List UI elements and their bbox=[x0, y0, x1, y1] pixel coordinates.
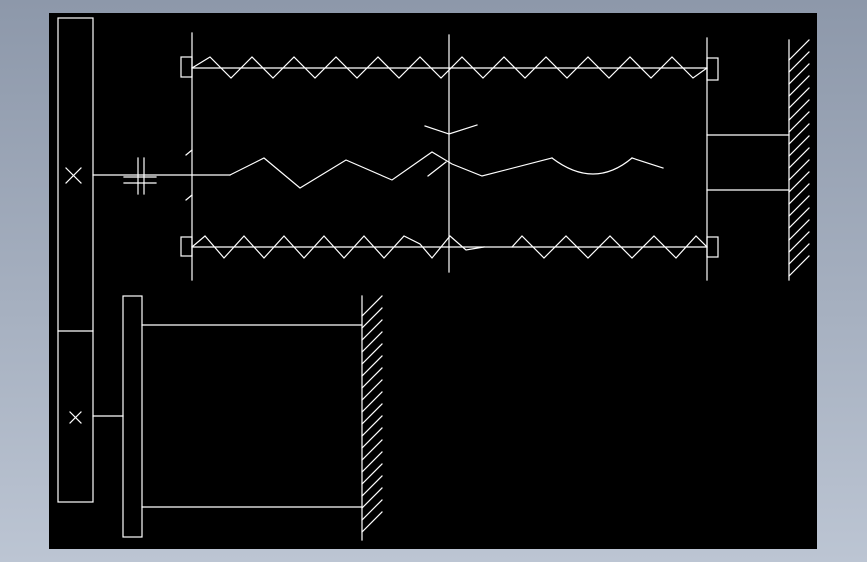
post-break-upper bbox=[185, 149, 193, 156]
post-break-lower bbox=[185, 194, 193, 201]
bearing-bottom-right bbox=[706, 236, 719, 258]
ground-wall-right bbox=[788, 39, 810, 277]
hatch-mark bbox=[788, 147, 810, 169]
hatch-mark bbox=[788, 111, 810, 133]
hatch-mark bbox=[788, 243, 810, 265]
clutch-cross-icon bbox=[123, 157, 157, 195]
hatch-mark bbox=[361, 307, 383, 329]
hatch-mark bbox=[361, 319, 383, 341]
hatch-mark bbox=[361, 355, 383, 377]
hatch-mark bbox=[361, 499, 383, 521]
cad-viewport[interactable] bbox=[49, 13, 817, 549]
spring-middle-slash bbox=[427, 161, 447, 177]
hatch-mark bbox=[361, 439, 383, 461]
hatch-mark bbox=[788, 51, 810, 73]
arrow-down-icon bbox=[424, 124, 478, 135]
hatch-mark bbox=[788, 159, 810, 181]
hatch-mark bbox=[788, 39, 810, 61]
hatch-mark bbox=[361, 463, 383, 485]
hatch-mark bbox=[788, 183, 810, 205]
hatch-mark bbox=[788, 99, 810, 121]
ground-wall-lower bbox=[361, 295, 383, 533]
spring-lower bbox=[191, 235, 485, 259]
hatch-mark bbox=[788, 123, 810, 145]
hatch-mark bbox=[361, 427, 383, 449]
bearing-top-left bbox=[180, 56, 193, 78]
gear-strip-outline bbox=[57, 17, 94, 503]
hatch-mark bbox=[788, 135, 810, 157]
spring-middle-end bbox=[631, 157, 664, 169]
spring-upper bbox=[191, 56, 708, 79]
hatch-mark bbox=[788, 63, 810, 85]
hatch-mark bbox=[361, 403, 383, 425]
hatch-mark bbox=[788, 195, 810, 217]
hatch-mark bbox=[788, 87, 810, 109]
hatch-mark bbox=[788, 207, 810, 229]
gear-strip bbox=[57, 17, 94, 503]
hatch-mark bbox=[361, 343, 383, 365]
hatch-mark bbox=[788, 219, 810, 241]
output-slide bbox=[706, 134, 790, 191]
hatch-mark bbox=[788, 75, 810, 97]
hatch-mark bbox=[788, 255, 810, 277]
hatch-mark bbox=[361, 451, 383, 473]
lower-flange bbox=[122, 295, 143, 538]
gear-lower-cross-icon bbox=[69, 411, 82, 424]
hatch-mark bbox=[788, 171, 810, 193]
spring-middle bbox=[229, 151, 553, 189]
gear-upper-cross-icon bbox=[65, 167, 82, 184]
spring-lower-right bbox=[511, 235, 708, 259]
hatch-mark bbox=[361, 331, 383, 353]
hatch-mark bbox=[361, 391, 383, 413]
hatch-mark bbox=[361, 367, 383, 389]
hatch-mark bbox=[361, 295, 383, 317]
hatch-mark bbox=[361, 487, 383, 509]
hatch-mark bbox=[361, 511, 383, 533]
bearing-bottom-left bbox=[180, 236, 193, 257]
spring-middle-arc bbox=[551, 157, 633, 175]
hatch-mark bbox=[361, 379, 383, 401]
hatch-mark bbox=[361, 415, 383, 437]
bearing-top-right bbox=[706, 57, 719, 81]
hatch-mark bbox=[788, 231, 810, 253]
hatch-mark bbox=[361, 475, 383, 497]
